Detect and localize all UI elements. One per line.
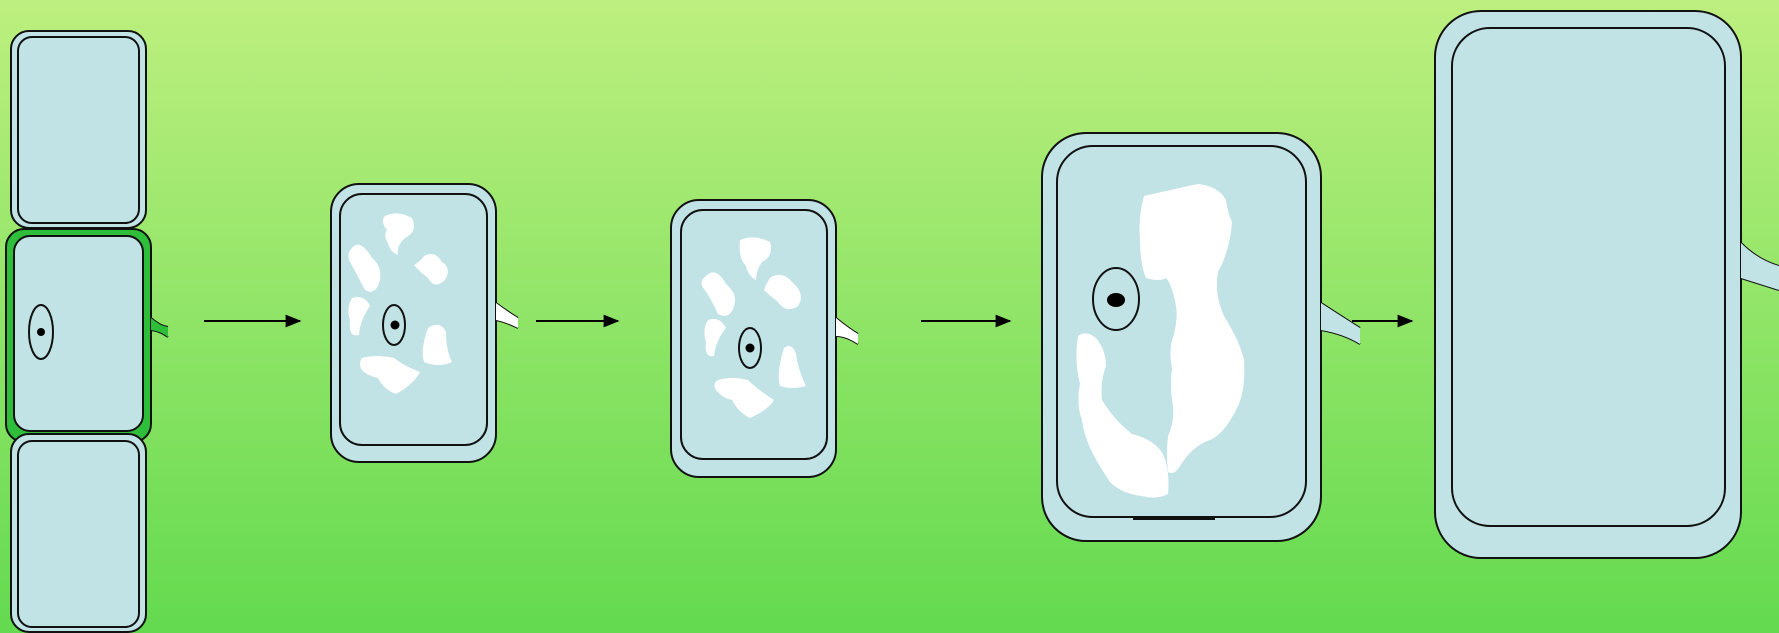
stage-3-cell — [671, 200, 858, 477]
active-cell — [6, 229, 168, 442]
bottom-neighbor-cell — [11, 434, 146, 632]
stage-2-cell — [331, 184, 518, 462]
stage-1-cell-group — [6, 31, 168, 632]
stage-5-cell — [1435, 11, 1779, 558]
stage-4-cell — [1042, 133, 1360, 541]
top-neighbor-cell — [11, 31, 146, 228]
